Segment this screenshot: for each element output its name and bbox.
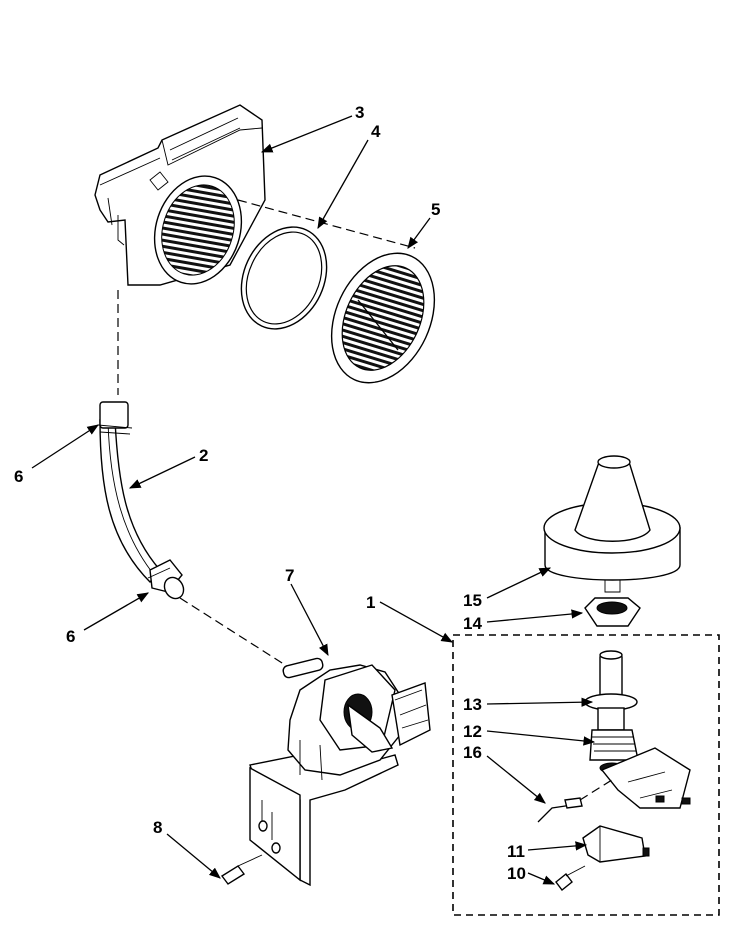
callout-15: 15 — [463, 591, 482, 610]
vent-grille — [330, 252, 436, 384]
callout-11: 11 — [507, 842, 525, 861]
callout-14: 14 — [463, 614, 482, 633]
callout-4: 4 — [371, 122, 381, 141]
callout-6-lower: 6 — [66, 627, 75, 646]
callout-8: 8 — [153, 818, 162, 837]
callout-5: 5 — [431, 200, 440, 219]
callout-12: 12 — [463, 722, 482, 741]
callout-labels: 3 4 5 6 2 6 7 8 1 15 14 13 12 16 11 10 — [14, 103, 526, 883]
screw — [220, 854, 263, 885]
switch-assembly — [537, 650, 691, 891]
callout-10: 10 — [507, 864, 526, 883]
nut — [584, 597, 641, 627]
gasket-ring — [240, 226, 328, 330]
callout-16: 16 — [463, 743, 482, 762]
callout-13: 13 — [463, 695, 482, 714]
switch-assembly-box — [452, 634, 720, 916]
hose — [97, 401, 185, 600]
float — [543, 455, 681, 593]
valve-assembly — [249, 657, 431, 887]
callout-3: 3 — [355, 103, 364, 122]
callout-6-upper: 6 — [14, 467, 23, 486]
callout-7: 7 — [285, 566, 294, 585]
alignment-line — [179, 597, 291, 669]
callout-1: 1 — [366, 593, 375, 612]
vent-housing — [94, 104, 266, 286]
callout-2: 2 — [199, 446, 208, 465]
leader-lines — [31, 115, 596, 885]
